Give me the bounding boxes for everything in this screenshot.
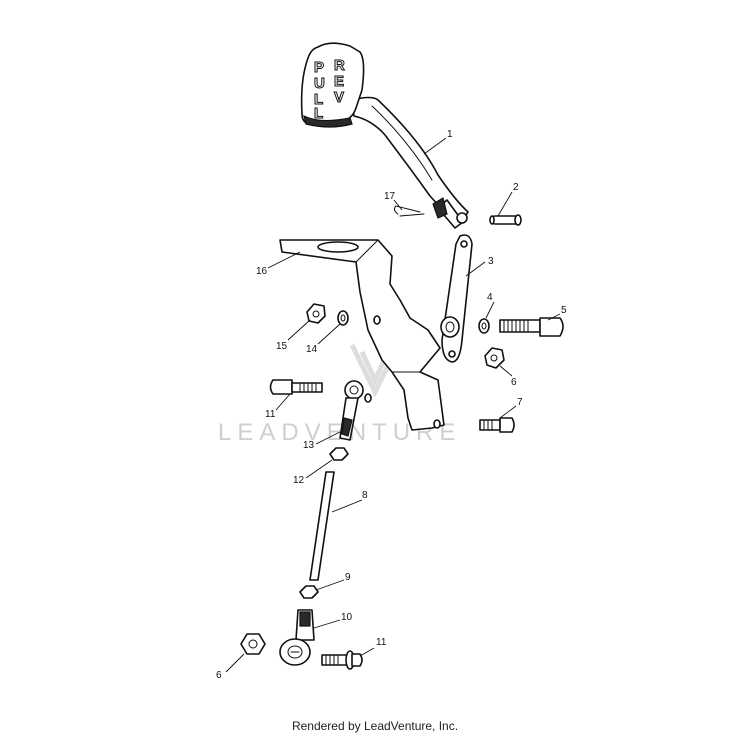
callouts: 1 2 3 4 5 6 7 8 9 10 11 12 13 14 15 16 1…	[216, 129, 567, 681]
rod-end-10	[279, 609, 315, 666]
callout-11-lower: 11	[376, 637, 387, 648]
bolt-11-lower	[321, 650, 363, 670]
nut-15	[306, 303, 326, 324]
cotter-pin	[393, 205, 425, 217]
callout-14: 14	[306, 344, 318, 355]
handle-letter-r: R	[334, 57, 345, 74]
handle-letter-v: V	[334, 89, 344, 106]
callout-1: 1	[447, 129, 453, 140]
callout-16: 16	[256, 266, 268, 277]
rod-end-13	[339, 380, 372, 441]
washer-14	[337, 310, 349, 326]
callout-11-upper: 11	[265, 409, 276, 420]
bolt-5	[499, 317, 564, 337]
washer-4	[478, 318, 490, 334]
callout-4: 4	[487, 292, 493, 303]
callout-9: 9	[345, 572, 351, 583]
callout-6-lower: 6	[216, 670, 222, 681]
leader-lines	[225, 137, 561, 673]
bolt-11-upper	[269, 379, 323, 395]
shift-rod	[309, 471, 335, 581]
callout-13: 13	[303, 440, 315, 451]
link-arm	[440, 234, 473, 363]
callout-8: 8	[362, 490, 368, 501]
callout-15: 15	[276, 341, 288, 352]
handle-letter-u: U	[314, 75, 325, 92]
footer-credit: Rendered by LeadVenture, Inc.	[291, 719, 459, 733]
jam-nut-9	[299, 585, 319, 599]
callout-10: 10	[341, 612, 353, 623]
shift-lever	[351, 96, 469, 229]
mounting-bracket	[279, 239, 445, 431]
handle-letter-l1: L	[314, 91, 323, 108]
jam-nut-12	[329, 447, 349, 461]
handle-letter-l2: L	[314, 105, 323, 122]
handle-letter-e: E	[334, 73, 344, 90]
callout-17: 17	[384, 191, 396, 202]
nut-6-upper	[484, 347, 505, 369]
clevis-pin	[489, 214, 522, 226]
nut-6-lower	[240, 633, 266, 655]
callout-12: 12	[293, 475, 305, 486]
callout-7: 7	[517, 397, 523, 408]
callout-2: 2	[513, 182, 519, 193]
shift-handle: P U L L R E V	[300, 42, 365, 128]
bolt-7	[479, 417, 515, 433]
callout-6-upper: 6	[511, 377, 517, 388]
callout-5: 5	[561, 305, 567, 316]
callout-3: 3	[488, 256, 494, 267]
handle-letter-p: P	[314, 59, 324, 76]
